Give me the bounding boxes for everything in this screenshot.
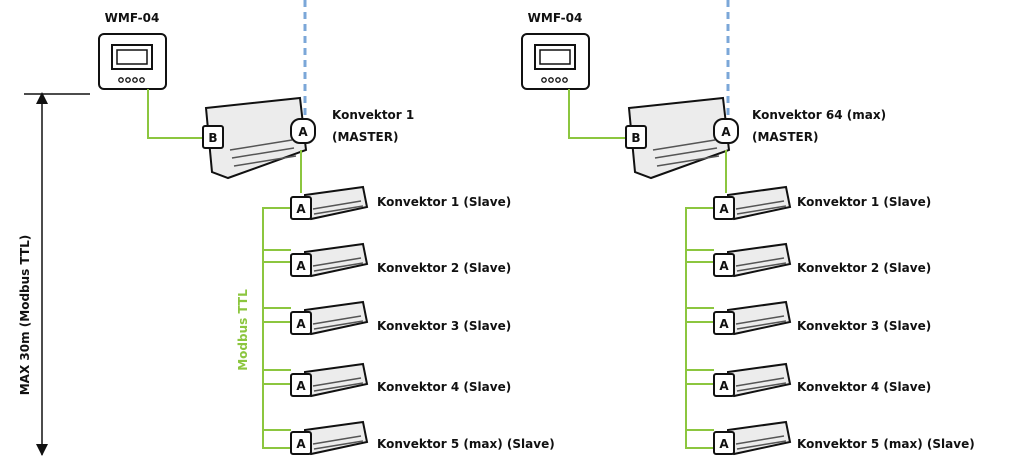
slave-port-label: A: [296, 317, 306, 331]
panel-title: WMF-04: [105, 11, 160, 25]
modbus-wiring: [685, 150, 727, 449]
slave-convector: A: [713, 362, 792, 398]
master-port-a: A: [290, 118, 316, 144]
dimension-label: MAX 30m (Modbus TTL): [18, 235, 32, 396]
slave-port-label: A: [719, 437, 729, 451]
dimension-indicator: MAX 30m (Modbus TTL): [18, 92, 90, 456]
master-convector-icon: [204, 96, 308, 180]
slave-label: Konvektor 1 (Slave): [377, 195, 511, 209]
slave-convector: A: [290, 242, 369, 278]
master-port-a: A: [713, 118, 739, 144]
slave-label: Konvektor 1 (Slave): [797, 195, 931, 209]
master-label-line2: (MASTER): [332, 130, 398, 144]
slave-label: Konvektor 2 (Slave): [797, 261, 931, 275]
slave-port-label: A: [719, 202, 729, 216]
slave-convector: A: [290, 300, 369, 336]
modbus-wiring: [262, 150, 302, 449]
slave-convector: A: [713, 242, 792, 278]
slave-label: Konvektor 4 (Slave): [797, 380, 931, 394]
port-a-label: A: [721, 125, 731, 139]
slave-port-label: A: [719, 317, 729, 331]
slave-label: Konvektor 2 (Slave): [377, 261, 511, 275]
slave-port-label: A: [296, 202, 306, 216]
master-label-line1: Konvektor 64 (max): [752, 108, 886, 122]
bus-label: Modbus TTL: [236, 289, 250, 371]
port-b-label: B: [208, 131, 217, 145]
slave-label: Konvektor 3 (Slave): [377, 319, 511, 333]
slave-port-label: A: [719, 379, 729, 393]
bus-link: [147, 89, 204, 139]
port-a-label: A: [298, 125, 308, 139]
slave-label: Konvektor 5 (max) (Slave): [377, 437, 555, 451]
master-convector-icon: [627, 96, 731, 180]
master-label-line1: Konvektor 1: [332, 108, 414, 122]
slave-label: Konvektor 3 (Slave): [797, 319, 931, 333]
group-2: WMF-04 B A Konvektor 64 (max) (MASTER): [521, 0, 975, 456]
slave-convector: A: [290, 362, 369, 398]
control-panel-icon: [98, 33, 167, 90]
master-label-line2: (MASTER): [752, 130, 818, 144]
port-b-label: B: [631, 131, 640, 145]
slave-convector: A: [713, 185, 792, 221]
slave-convector: A: [290, 185, 369, 221]
slave-port-label: A: [296, 259, 306, 273]
master-port-b: B: [625, 125, 647, 149]
slave-port-label: A: [296, 379, 306, 393]
slave-port-label: A: [719, 259, 729, 273]
slave-port-label: A: [296, 437, 306, 451]
slave-convector: A: [713, 300, 792, 336]
slave-label: Konvektor 5 (max) (Slave): [797, 437, 975, 451]
panel-title: WMF-04: [528, 11, 583, 25]
slave-convector: A: [713, 420, 792, 456]
group-1: WMF-04 B A Konvektor 1 (MASTER): [98, 0, 555, 456]
control-panel-icon: [521, 33, 590, 90]
master-port-b: B: [202, 125, 224, 149]
slave-label: Konvektor 4 (Slave): [377, 380, 511, 394]
slave-convector: A: [290, 420, 369, 456]
bus-link: [568, 89, 627, 139]
